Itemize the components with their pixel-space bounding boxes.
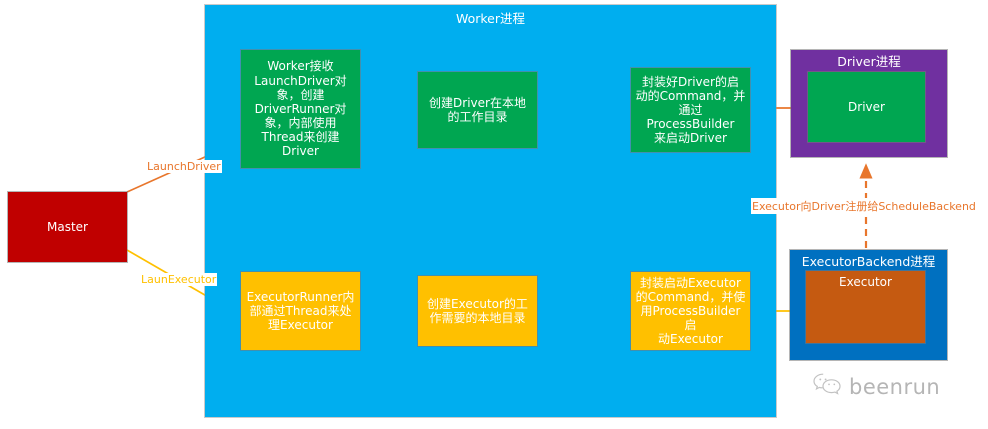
create-driver-dir-node[interactable]: 创建Driver在本地 的工作目录 [418, 72, 537, 148]
wechat-icon [812, 372, 842, 401]
executor-runner-label: ExecutorRunner内 部通过Thread来处 理Executor [246, 289, 355, 333]
launch-executor-command-label: 封装启动Executor 的Command，并使 用ProcessBuilder… [635, 275, 746, 347]
edge-label-laun-executor: LaunExecutor [140, 273, 218, 286]
executor-node[interactable]: Executor [806, 271, 925, 343]
create-executor-dir-label: 创建Executor的工 作需要的本地目录 [427, 296, 528, 325]
watermark-text: beenrun [849, 374, 941, 399]
driver-process-label: Driver进程 [837, 54, 901, 69]
create-driver-dir-label: 创建Driver在本地 的工作目录 [429, 95, 526, 124]
edge-label-launch-driver: LaunchDriver [146, 160, 222, 173]
executor-backend-process-label: ExecutorBackend进程 [801, 254, 936, 269]
driver-node-label: Driver [848, 99, 885, 114]
watermark: beenrun [812, 372, 940, 401]
master-node[interactable]: Master [8, 192, 127, 262]
driver-node[interactable]: Driver [808, 72, 925, 142]
launch-executor-command-node[interactable]: 封装启动Executor 的Command，并使 用ProcessBuilder… [631, 272, 750, 350]
master-node-label: Master [47, 219, 88, 234]
launch-driver-command-node[interactable]: 封装好Driver的启 动的Command，并 通过ProcessBuilder… [631, 68, 750, 152]
worker-receive-launchdriver-label: Worker接收 LaunchDriver对 象，创建 DriverRunner… [254, 59, 347, 159]
worker-receive-launchdriver-node[interactable]: Worker接收 LaunchDriver对 象，创建 DriverRunner… [241, 50, 360, 168]
worker-process-label: Worker进程 [455, 11, 526, 26]
launch-driver-command-label: 封装好Driver的启 动的Command，并 通过ProcessBuilder… [635, 74, 746, 146]
create-executor-dir-node[interactable]: 创建Executor的工 作需要的本地目录 [418, 276, 537, 346]
executor-runner-node[interactable]: ExecutorRunner内 部通过Thread来处 理Executor [241, 272, 360, 350]
edge-label-executor-register: Executor向Driver注册给ScheduleBackend [751, 198, 977, 214]
executor-node-label: Executor [839, 275, 892, 289]
